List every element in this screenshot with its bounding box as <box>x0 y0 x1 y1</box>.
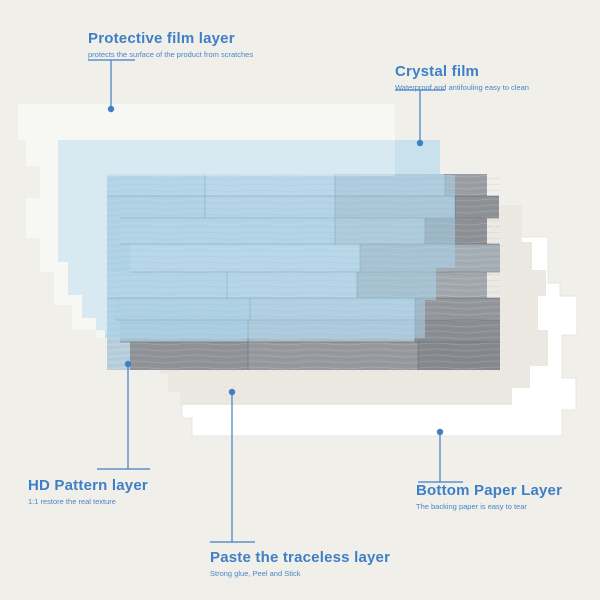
leader-lines <box>88 59 463 543</box>
traceless-leader <box>210 392 255 543</box>
protective-film-layer <box>18 104 395 338</box>
bottom-paper-title: Bottom Paper Layer <box>416 482 563 499</box>
crystal-film-layer <box>58 140 455 338</box>
protective-leader <box>88 59 135 108</box>
hd-pattern-subtitle: 1:1 restore the real texture <box>28 497 116 506</box>
traceless-layer-label: Paste the traceless layer Strong glue, P… <box>210 549 390 578</box>
hd-pattern-leader <box>97 364 150 470</box>
crystal-dot <box>416 139 424 147</box>
traceless-dot <box>228 388 236 396</box>
bottom-paper-leader <box>418 432 463 483</box>
crystal-leader <box>395 89 445 142</box>
crystal-film-title: Crystal film <box>395 63 480 80</box>
crystal-film-subtitle: Waterproof and antifouling easy to clean <box>395 83 529 92</box>
traceless-layer-title: Paste the traceless layer <box>210 549 391 566</box>
bottom-paper-subtitle: The backing paper is easy to tear <box>416 502 527 511</box>
hd-pattern-title: HD Pattern layer <box>28 477 148 494</box>
hd-pattern-dot <box>124 360 132 368</box>
crystal-film-label: Crystal film Waterproof and antifouling … <box>395 63 529 92</box>
hd-pattern-label: HD Pattern layer 1:1 restore the real te… <box>28 477 148 506</box>
bottom-paper-dot <box>436 428 444 436</box>
protective-dot <box>107 105 115 113</box>
protective-film-title: Protective film layer <box>88 30 235 47</box>
protective-film-label: Protective film layer protects the surfa… <box>88 30 253 59</box>
traceless-layer-subtitle: Strong glue, Peel and Stick <box>210 569 301 578</box>
protective-film-subtitle: protects the surface of the product from… <box>88 50 254 59</box>
bottom-paper-label: Bottom Paper Layer The backing paper is … <box>416 482 562 511</box>
leader-dots <box>107 105 444 436</box>
protective-film-overlap <box>58 140 395 330</box>
